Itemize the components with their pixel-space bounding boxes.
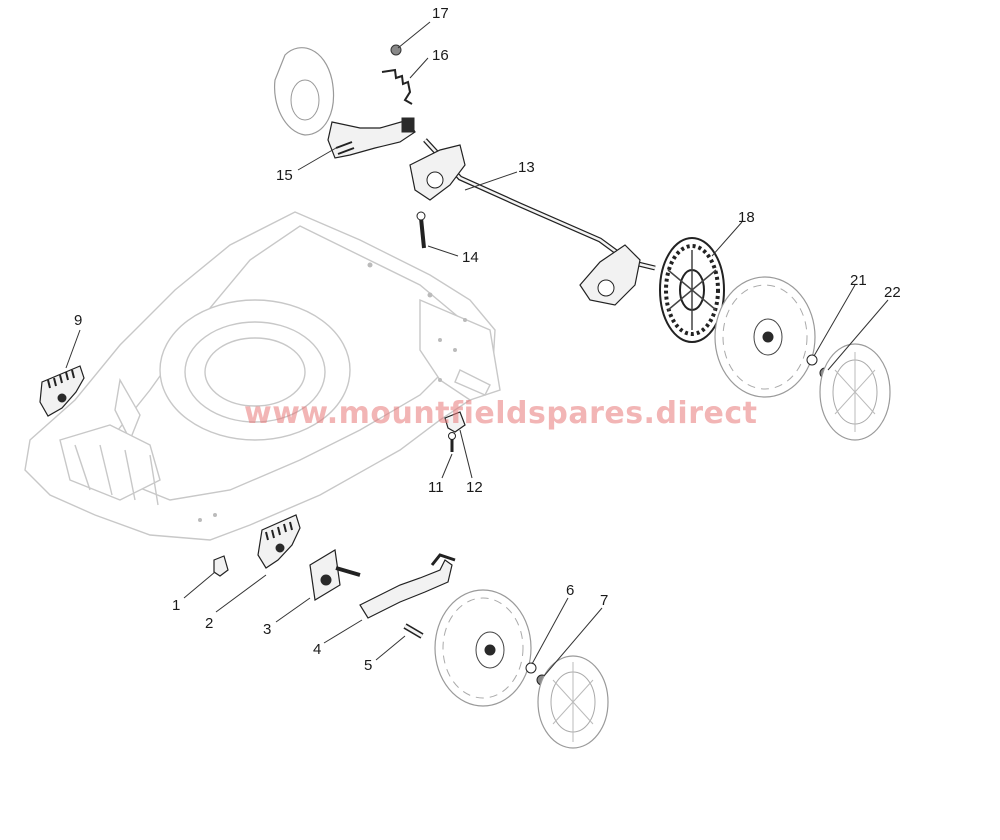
callout-6: 6: [566, 582, 574, 599]
part-21-washer: [806, 354, 818, 366]
callout-15: 15: [276, 167, 293, 184]
callout-12: 12: [466, 479, 483, 496]
callout-2: 2: [205, 615, 213, 632]
callout-9: 9: [74, 312, 82, 329]
callout-3: 3: [263, 621, 271, 638]
callout-17: 17: [432, 5, 449, 22]
part-4-front-axle-lever: [359, 553, 456, 619]
callout-7: 7: [600, 592, 608, 609]
part-2-height-bracket: [257, 514, 301, 569]
callout-16: 16: [432, 47, 449, 64]
callout-labels: 17 16 15 13 14 18 21 22 9 11 12 1 2 3 4 …: [74, 5, 901, 674]
part-3-front-bracket: [309, 549, 361, 601]
callout-1: 1: [172, 597, 180, 614]
leader-lines: [65, 21, 889, 677]
part-14-pin: [416, 211, 426, 249]
callout-4: 4: [313, 641, 321, 658]
part-16-spring: [381, 68, 413, 105]
part-12-clip: [444, 411, 466, 433]
callout-5: 5: [364, 657, 372, 674]
part-9-height-bracket: [39, 365, 85, 417]
front-hubcap: [537, 655, 609, 749]
part-13-rear-axle: [409, 138, 656, 306]
rear-hubcap: [819, 343, 891, 441]
callout-14: 14: [462, 249, 479, 266]
part-15-rear-flap-assembly: [273, 47, 416, 159]
front-wheel: [434, 589, 532, 707]
callout-18: 18: [738, 209, 755, 226]
watermark-text: www.mountfieldspares.direct: [244, 396, 758, 431]
part-6-washer: [525, 662, 537, 674]
part-1-clip: [213, 555, 229, 577]
callout-13: 13: [518, 159, 535, 176]
part-5-bolt: [403, 623, 424, 639]
callout-11: 11: [428, 479, 444, 496]
part-18-drive-gear: [659, 237, 725, 343]
mower-deck: [24, 211, 501, 541]
callout-21: 21: [850, 272, 867, 289]
part-11-screw: [448, 432, 456, 452]
rear-wheel: [714, 276, 816, 398]
callout-22: 22: [884, 284, 901, 301]
